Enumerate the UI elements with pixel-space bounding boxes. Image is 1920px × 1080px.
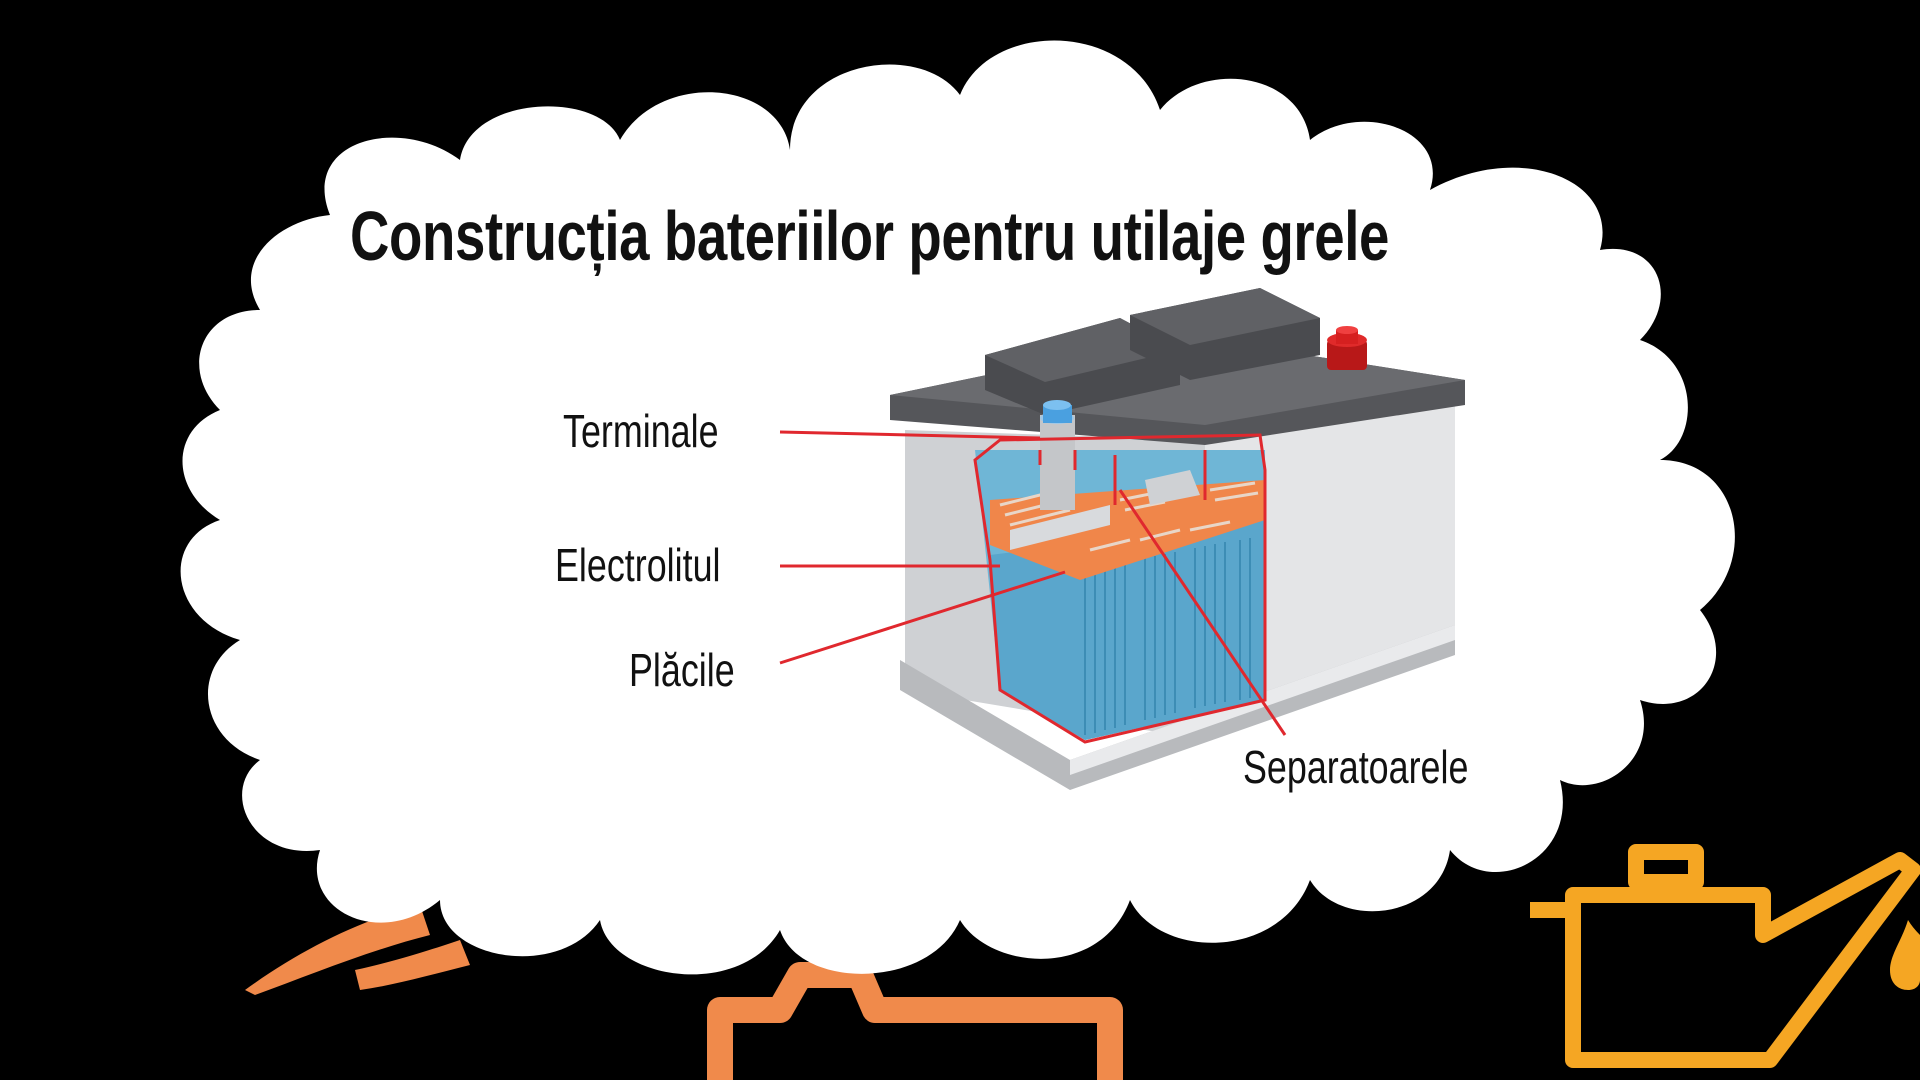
terminal-post: [1040, 400, 1075, 510]
label-terminals: Terminale: [563, 404, 719, 458]
label-separators: Separatoarele: [1243, 740, 1468, 794]
label-electrolyte: Electrolitul: [555, 538, 721, 592]
oil-drop-icon: [1890, 920, 1920, 990]
oil-can-icon: [1530, 852, 1913, 1060]
diagram-title: Construcția bateriilor pentru utilaje gr…: [350, 196, 1302, 276]
label-plates: Plăcile: [629, 643, 735, 697]
